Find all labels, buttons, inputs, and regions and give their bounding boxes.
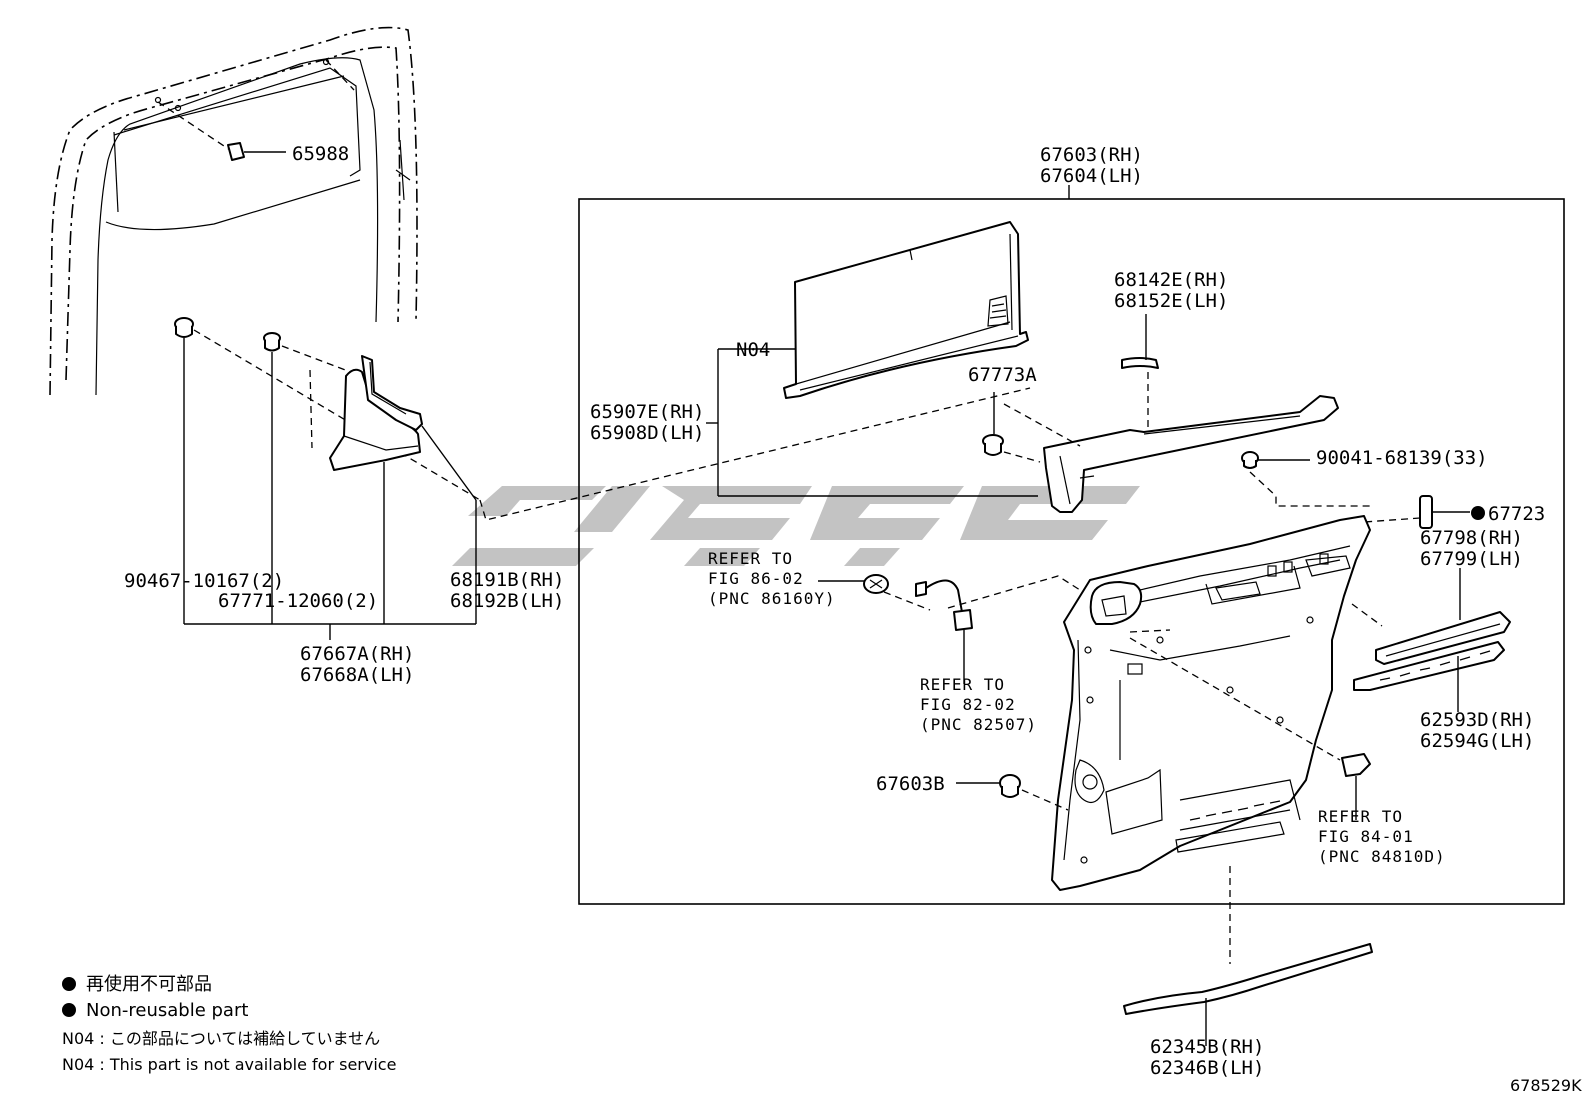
- upper-garnish: [1043, 395, 1339, 513]
- switch-86160y: [818, 574, 889, 594]
- ref1-line2: FIG 86-02: [708, 569, 804, 588]
- label-62346b-lh: 62346B(LH): [1150, 1057, 1264, 1079]
- sunshade-mesh: [987, 295, 1009, 327]
- label-68191b-rh: 68191B(RH): [450, 569, 564, 591]
- label-68152e-lh: 68152E(LH): [1114, 290, 1228, 312]
- label-68192b-lh: 68192B(LH): [450, 590, 564, 612]
- watermark-logo: [452, 486, 1140, 566]
- non-reusable-marker: [1471, 506, 1485, 520]
- door-panel-vents: [1189, 800, 1281, 821]
- door-frame: [49, 26, 418, 396]
- ref3-line1: REFER TO: [1318, 807, 1403, 826]
- clip-90041: [1241, 451, 1370, 507]
- legend-n04-en: N04 : This part is not available for ser…: [62, 1055, 396, 1074]
- clip-67773a: [982, 392, 1081, 463]
- clip-65988: [227, 142, 286, 161]
- label-62345b-rh: 62345B(RH): [1150, 1036, 1264, 1058]
- legend-nonreusable-jp: 再使用不可部品: [86, 974, 212, 995]
- label-67723: 67723: [1488, 503, 1545, 525]
- label-62594g-lh: 62594G(LH): [1420, 730, 1534, 752]
- label-67799-lh: 67799(LH): [1420, 548, 1523, 570]
- legend-nonreusable-en: Non-reusable part: [86, 1000, 248, 1021]
- ref3-line2: FIG 84-01: [1318, 827, 1414, 846]
- assembly-67667a: [174, 317, 1031, 640]
- legend-dot-en: [62, 1003, 76, 1017]
- trim-68142e: [1121, 314, 1159, 434]
- figure-id: 678529K: [1510, 1076, 1582, 1095]
- ref1-line1: REFER TO: [708, 549, 793, 568]
- legend-dot-jp: [62, 977, 76, 991]
- ref3-line3: (PNC 84810D): [1318, 847, 1446, 866]
- label-67667a-rh: 67667A(RH): [300, 643, 414, 665]
- wire-82507: [915, 579, 973, 684]
- ref1-line3: (PNC 86160Y): [708, 589, 836, 608]
- label-67771: 67771-12060(2): [218, 590, 378, 612]
- label-65988: 65988: [292, 143, 349, 165]
- label-68142e-rh: 68142E(RH): [1114, 269, 1228, 291]
- door-panel-67603: [1051, 515, 1371, 891]
- sunshade-65907e: [706, 221, 1038, 497]
- label-67773a: 67773A: [968, 364, 1037, 386]
- legend-n04-jp: N04 : この部品については補給していません: [62, 1029, 380, 1048]
- ref2-line2: FIG 82-02: [920, 695, 1016, 714]
- label-65907e-rh: 65907E(RH): [590, 401, 704, 423]
- assembly-box-67603: [578, 198, 1565, 905]
- sill-62345b: [1123, 943, 1373, 1046]
- trim-62593d: [1353, 641, 1505, 712]
- handle-84810d: [1341, 753, 1371, 820]
- label-67603-rh: 67603(RH): [1040, 144, 1143, 166]
- label-67798-rh: 67798(RH): [1420, 527, 1523, 549]
- label-67604-lh: 67604(LH): [1040, 165, 1143, 187]
- clip-67603b: [956, 774, 1021, 798]
- label-90467: 90467-10167(2): [124, 570, 284, 592]
- label-65908d-lh: 65908D(LH): [590, 422, 704, 444]
- label-90041: 90041-68139(33): [1316, 447, 1488, 469]
- label-n04: N04: [736, 339, 770, 361]
- legend: 再使用不可部品 Non-reusable part N04 : この部品について…: [62, 974, 396, 1074]
- moulding-67798: [1375, 568, 1511, 665]
- tab-67723: [1363, 495, 1470, 529]
- label-62593d-rh: 62593D(RH): [1420, 709, 1534, 731]
- label-67603b: 67603B: [876, 773, 945, 795]
- label-67668a-lh: 67668A(LH): [300, 664, 414, 686]
- ref2-line3: (PNC 82507): [920, 715, 1037, 734]
- door-panel-leaders: [883, 575, 1383, 964]
- ref2-line1: REFER TO: [920, 675, 1005, 694]
